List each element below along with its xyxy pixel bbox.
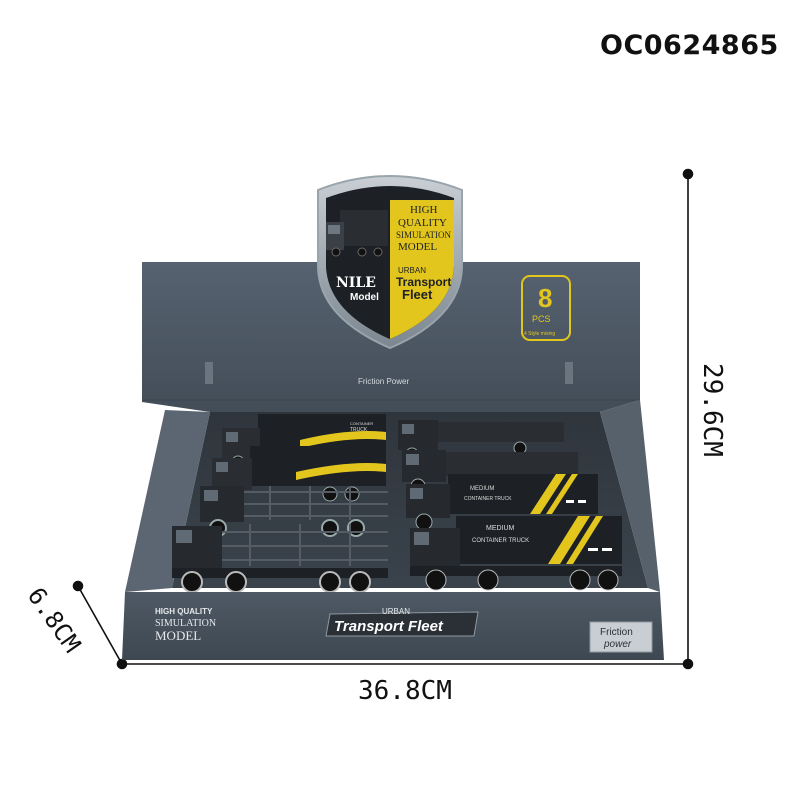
pcs-count: 8 bbox=[538, 283, 552, 313]
dimension-height: 29.6CM bbox=[697, 363, 727, 457]
truck-label-container-b: TRUCK bbox=[350, 427, 368, 433]
truck-rack-1 bbox=[200, 486, 388, 537]
front-series-small: URBAN bbox=[382, 607, 410, 616]
front-friction-line2: power bbox=[603, 639, 632, 650]
pcs-note: 4 Style mixing bbox=[524, 331, 555, 337]
badge-line2: QUALITY bbox=[398, 217, 447, 229]
badge-line4: MODEL bbox=[398, 241, 437, 253]
badge-series-line1: Transport bbox=[396, 275, 451, 289]
dimension-width: 36.8CM bbox=[358, 676, 452, 706]
truck-label-medium-b: CONTAINER TRUCK bbox=[464, 496, 512, 502]
product-code: OC0624865 bbox=[600, 30, 779, 61]
badge-series-small: URBAN bbox=[398, 266, 426, 275]
badge-brand-sub: Model bbox=[350, 292, 379, 303]
badge-line1: HIGH bbox=[410, 204, 438, 216]
pcs-unit: PCS bbox=[532, 314, 551, 324]
shield-badge bbox=[317, 175, 463, 350]
front-quality-line1: HIGH QUALITY bbox=[155, 607, 213, 616]
truck-label-medium-c: MEDIUM bbox=[486, 525, 515, 532]
front-series-name: Transport Fleet bbox=[334, 618, 444, 635]
truck-medium-1 bbox=[406, 474, 598, 531]
dimension-lines bbox=[72, 168, 694, 670]
badge-brand: NILE bbox=[336, 275, 376, 291]
truck-label-container-a: CONTAINER bbox=[350, 421, 373, 426]
truck-medium-2 bbox=[410, 516, 622, 591]
truck-label-medium-d: CONTAINER TRUCK bbox=[472, 538, 529, 544]
badge-series-line2: Fleet bbox=[402, 287, 433, 302]
truck-flatbed-1 bbox=[398, 420, 564, 461]
badge-line3: SIMULATION bbox=[396, 230, 451, 240]
truck-rack-2 bbox=[172, 524, 388, 593]
front-quality-line2: SIMULATION bbox=[155, 618, 216, 629]
front-friction-line1: Friction bbox=[600, 627, 633, 638]
lid-caption: Friction Power bbox=[358, 377, 409, 386]
pcs-badge bbox=[521, 275, 571, 341]
front-quality-line3: MODEL bbox=[155, 628, 201, 643]
truck-label-medium-a: MEDIUM bbox=[470, 486, 494, 492]
box-front bbox=[122, 592, 664, 660]
